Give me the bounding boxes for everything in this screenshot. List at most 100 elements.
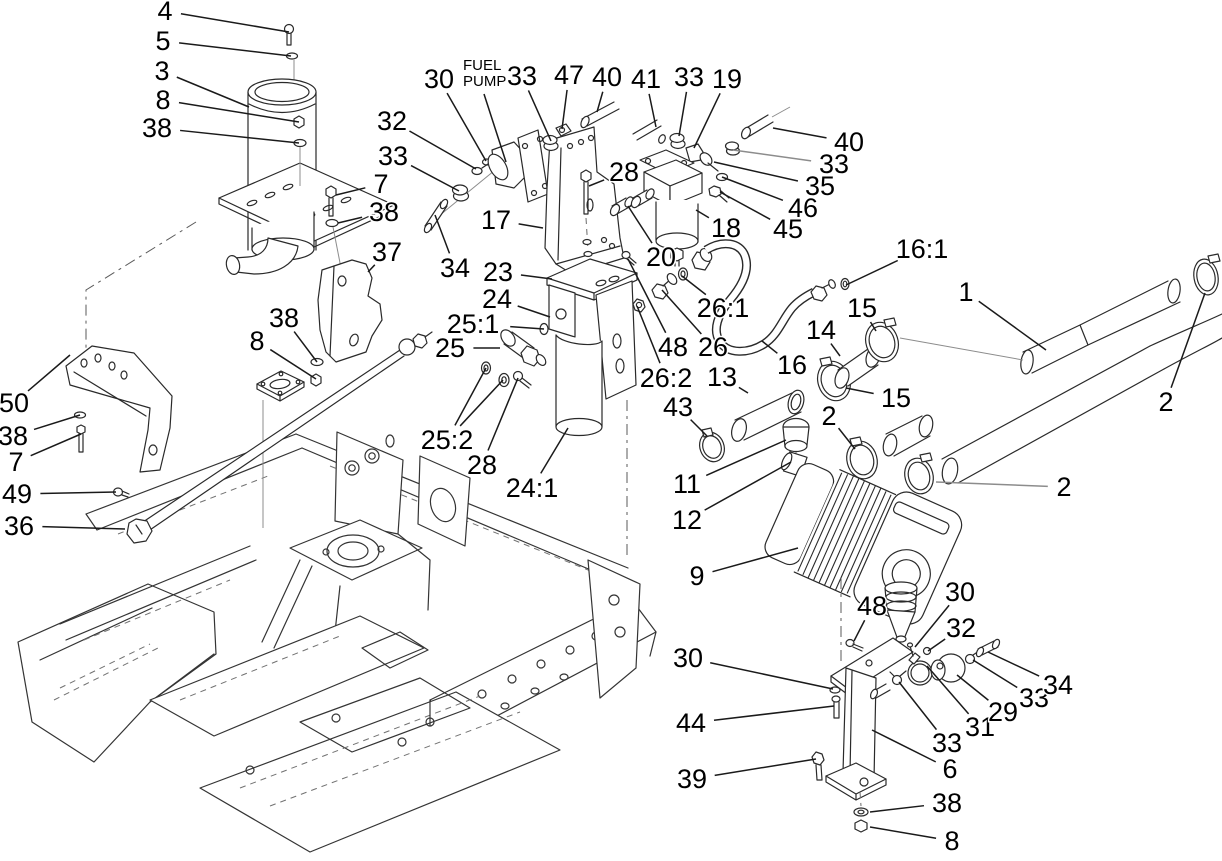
leader-line (367, 264, 376, 273)
bolt-part (76, 424, 86, 453)
leader-line (704, 461, 792, 511)
callout-label: 41 (631, 64, 661, 94)
callout-label: 25:1 (447, 309, 500, 339)
callout-label: 48 (658, 332, 688, 362)
leader-line (713, 705, 835, 722)
tank-bracket-part (546, 258, 638, 437)
leader-line (483, 93, 507, 163)
callout-label: 23 (483, 257, 513, 287)
leader-line (518, 223, 544, 229)
leader-line (845, 259, 899, 286)
muffler-assembly-drawing (65, 23, 433, 544)
gasket-part (256, 370, 305, 402)
leader-line (738, 386, 749, 394)
leader-line (853, 619, 866, 642)
leader-line (434, 214, 451, 254)
leader-line (180, 129, 300, 144)
fuel-system-drawing (423, 101, 850, 558)
callout-label: 26 (698, 332, 728, 362)
callout-label: 12 (672, 505, 702, 535)
screw-part (283, 23, 295, 46)
callout-label: 2 (1056, 472, 1071, 502)
leader-line (178, 42, 292, 57)
support-arm-part (65, 345, 173, 473)
leader-line (935, 481, 1048, 488)
leader-line (869, 321, 877, 332)
callout-label: 48 (857, 591, 887, 621)
plug-parts (609, 188, 655, 217)
callout-label: 24:1 (506, 473, 559, 503)
leader-line (410, 164, 460, 192)
callout-label: 47 (554, 60, 584, 90)
callout-label: 26:2 (640, 363, 693, 393)
leader-line (678, 91, 688, 137)
callout-label: 33 (819, 149, 849, 179)
callout-label: 45 (773, 214, 803, 244)
fitting-parts (810, 277, 850, 302)
leader-line (627, 258, 667, 334)
callout-label: 38 (0, 421, 28, 451)
leader-line (927, 638, 946, 652)
leader-line (871, 729, 937, 763)
callout-label: 32 (377, 106, 407, 136)
leader-line (956, 674, 989, 701)
leader-line (978, 300, 1047, 351)
callout-label: 40 (592, 62, 622, 92)
hose-clamp-part (904, 452, 934, 495)
callout-label: 38 (269, 303, 299, 333)
callout-label: 7 (8, 447, 23, 477)
callout-label: 16 (777, 350, 807, 380)
leader-line (772, 127, 827, 139)
callout-label: 50 (0, 388, 29, 418)
nut-part (854, 819, 868, 833)
callout-label: 8 (249, 326, 264, 356)
callout-label: 38 (369, 197, 399, 227)
leader-line (719, 191, 771, 220)
callout-label: 4 (157, 0, 172, 26)
leader-line (459, 379, 504, 427)
nut-part (310, 373, 322, 387)
leader-line (487, 377, 519, 451)
leader-line (721, 176, 784, 202)
callout-label: 38 (142, 113, 172, 143)
air-cleaner-assembly-drawing (764, 417, 1001, 833)
fuel-filter-part (639, 149, 703, 267)
leader-line (1170, 292, 1206, 389)
leader-line (732, 149, 812, 162)
leader-line (40, 491, 117, 495)
leader-line (926, 665, 970, 715)
leader-line (898, 681, 938, 731)
callout-label: 30 (424, 64, 454, 94)
hose-clamp-part (846, 436, 878, 480)
leader-line (178, 101, 300, 123)
leader-line (693, 93, 721, 149)
callout-label: 14 (806, 315, 836, 345)
callout-label: 25:2 (421, 425, 474, 455)
leader-line (987, 651, 1040, 677)
callout-label: 18 (711, 213, 741, 243)
washer-part (325, 218, 339, 228)
leader-line (337, 216, 363, 224)
leader-line (561, 89, 568, 130)
callout-label: 24 (482, 284, 512, 314)
callout-label: 17 (481, 205, 511, 235)
washer-part (829, 686, 841, 694)
leader-line (914, 604, 950, 648)
bolt-part (811, 751, 825, 781)
leader-line (180, 12, 290, 33)
callout-label: 37 (372, 237, 402, 267)
hose-part (882, 414, 934, 457)
leader-line (648, 93, 657, 128)
callout-label: 40 (834, 127, 864, 157)
leader-line (520, 274, 553, 280)
hose-clamp-part (864, 317, 900, 363)
callout-label: 32 (946, 613, 976, 643)
callout-label: 31 (965, 712, 995, 742)
callout-label: 6 (942, 754, 957, 784)
leader-line (695, 209, 710, 219)
leader-line (30, 433, 82, 457)
exhaust-pipes-drawing (699, 253, 1222, 495)
fuel-hose-part (703, 239, 817, 356)
leader-line (454, 367, 487, 426)
